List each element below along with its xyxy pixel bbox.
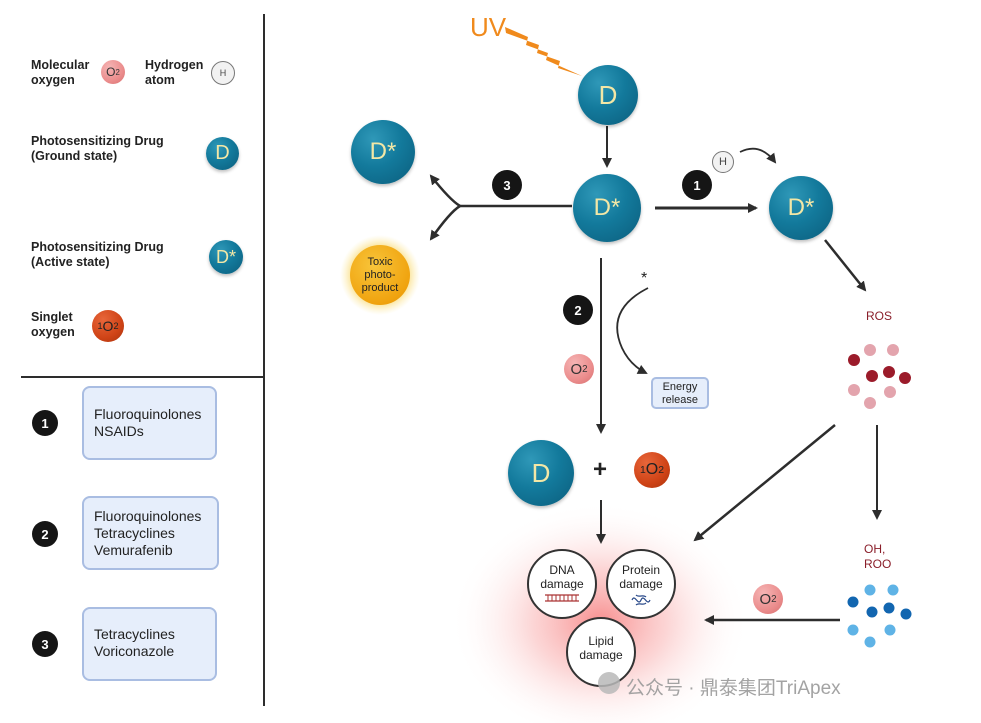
ros-particles — [848, 344, 911, 409]
toxic-photoproduct: Toxic photo-product — [350, 245, 410, 305]
dna-helix-icon — [545, 594, 579, 602]
lipid-damage-label: Lipid damage — [579, 634, 623, 662]
ros-particle — [866, 370, 878, 382]
energy-release-box: Energy release — [651, 377, 709, 409]
diagram-pathway-3-badge: 3 — [492, 170, 522, 200]
protein-damage-circle: Protein damage — [606, 549, 676, 619]
drug-regenerated: D — [508, 440, 574, 506]
dna-damage-circle: DNA damage — [527, 549, 597, 619]
ros-particle — [848, 354, 860, 366]
oh-particle — [900, 608, 912, 620]
oh-particle — [884, 624, 896, 636]
drug-active-state-right: D* — [769, 176, 833, 240]
ros-particle — [899, 372, 911, 384]
ros-particle — [883, 366, 895, 378]
uv-label: UV — [470, 12, 507, 42]
arrow-energy-release — [616, 287, 649, 374]
ros-particle — [884, 386, 896, 398]
oh-roo-label: OH, ROO — [864, 542, 892, 571]
arrow-pathway3-up — [429, 174, 461, 208]
damage-glow — [450, 502, 750, 723]
watermark-text: 公众号 · 鼎泰集团TriApex — [626, 678, 841, 699]
oh-particle — [864, 636, 876, 648]
hydrogen-atom-icon: H — [211, 61, 235, 85]
legend-ground-state-label: Photosensitizing Drug (Ground state) — [31, 134, 164, 163]
arrow-pathway3-down — [429, 204, 461, 241]
pathway-3-badge: 3 — [32, 631, 58, 657]
protein-icon — [631, 594, 651, 606]
oh-particle — [887, 584, 899, 596]
oh-particle — [866, 606, 878, 618]
pathway-3-drugs: Tetracyclines Voriconazole — [82, 607, 217, 681]
dna-damage-label: DNA damage — [540, 563, 584, 591]
legend-singlet-oxygen-label: Singlet oxygen — [31, 310, 75, 339]
arrow-hydrogen-transfer — [739, 147, 777, 164]
oh-particle — [847, 624, 859, 636]
legend-active-state-label: Photosensitizing Drug (Active state) — [31, 240, 164, 269]
oh-particle — [847, 596, 859, 608]
pathway-1-drugs: Fluoroquinolones NSAIDs — [82, 386, 217, 460]
drug-ground-state-icon: D — [206, 137, 239, 170]
oh-roo-particles — [847, 584, 912, 648]
watermark-icon — [598, 672, 620, 694]
oh-particle — [883, 602, 895, 614]
drug-active-state-left: D* — [351, 120, 415, 184]
ros-particle — [864, 397, 876, 409]
protein-damage-label: Protein damage — [619, 563, 663, 591]
panel-divider-vertical — [263, 14, 265, 706]
toxic-photoproduct-label: Toxic photo-product — [361, 255, 399, 294]
legend-hydrogen-atom-label: Hydrogen atom — [145, 58, 204, 87]
diagram-pathway-2-badge: 2 — [563, 295, 593, 325]
diagram-pathway-1-badge: 1 — [682, 170, 712, 200]
ros-label: ROS — [866, 309, 893, 323]
legend-molecular-oxygen-label: Molecular oxygen — [31, 58, 90, 87]
plus-sign: + — [593, 456, 608, 483]
ros-particle — [864, 344, 876, 356]
pathway-2-drugs: Fluoroquinolones Tetracyclines Vemurafen… — [82, 496, 219, 570]
panel-divider-horizontal — [21, 376, 264, 378]
pathway-2-badge: 2 — [32, 521, 58, 547]
ros-particle — [887, 344, 899, 356]
pathway-1-badge: 1 — [32, 410, 58, 436]
arrow-dstar-to-ros — [824, 239, 867, 292]
hydrogen-atom: H — [712, 151, 734, 173]
ros-particle — [848, 384, 860, 396]
arrow-ros-to-damage — [693, 424, 836, 542]
uv-lightning-icon — [505, 27, 582, 76]
drug-active-state-icon: D* — [209, 240, 243, 274]
oh-particle — [864, 584, 876, 596]
drug-ground-state: D — [578, 65, 638, 125]
energy-asterisk: * — [641, 270, 648, 287]
drug-active-state-center: D* — [573, 174, 641, 242]
